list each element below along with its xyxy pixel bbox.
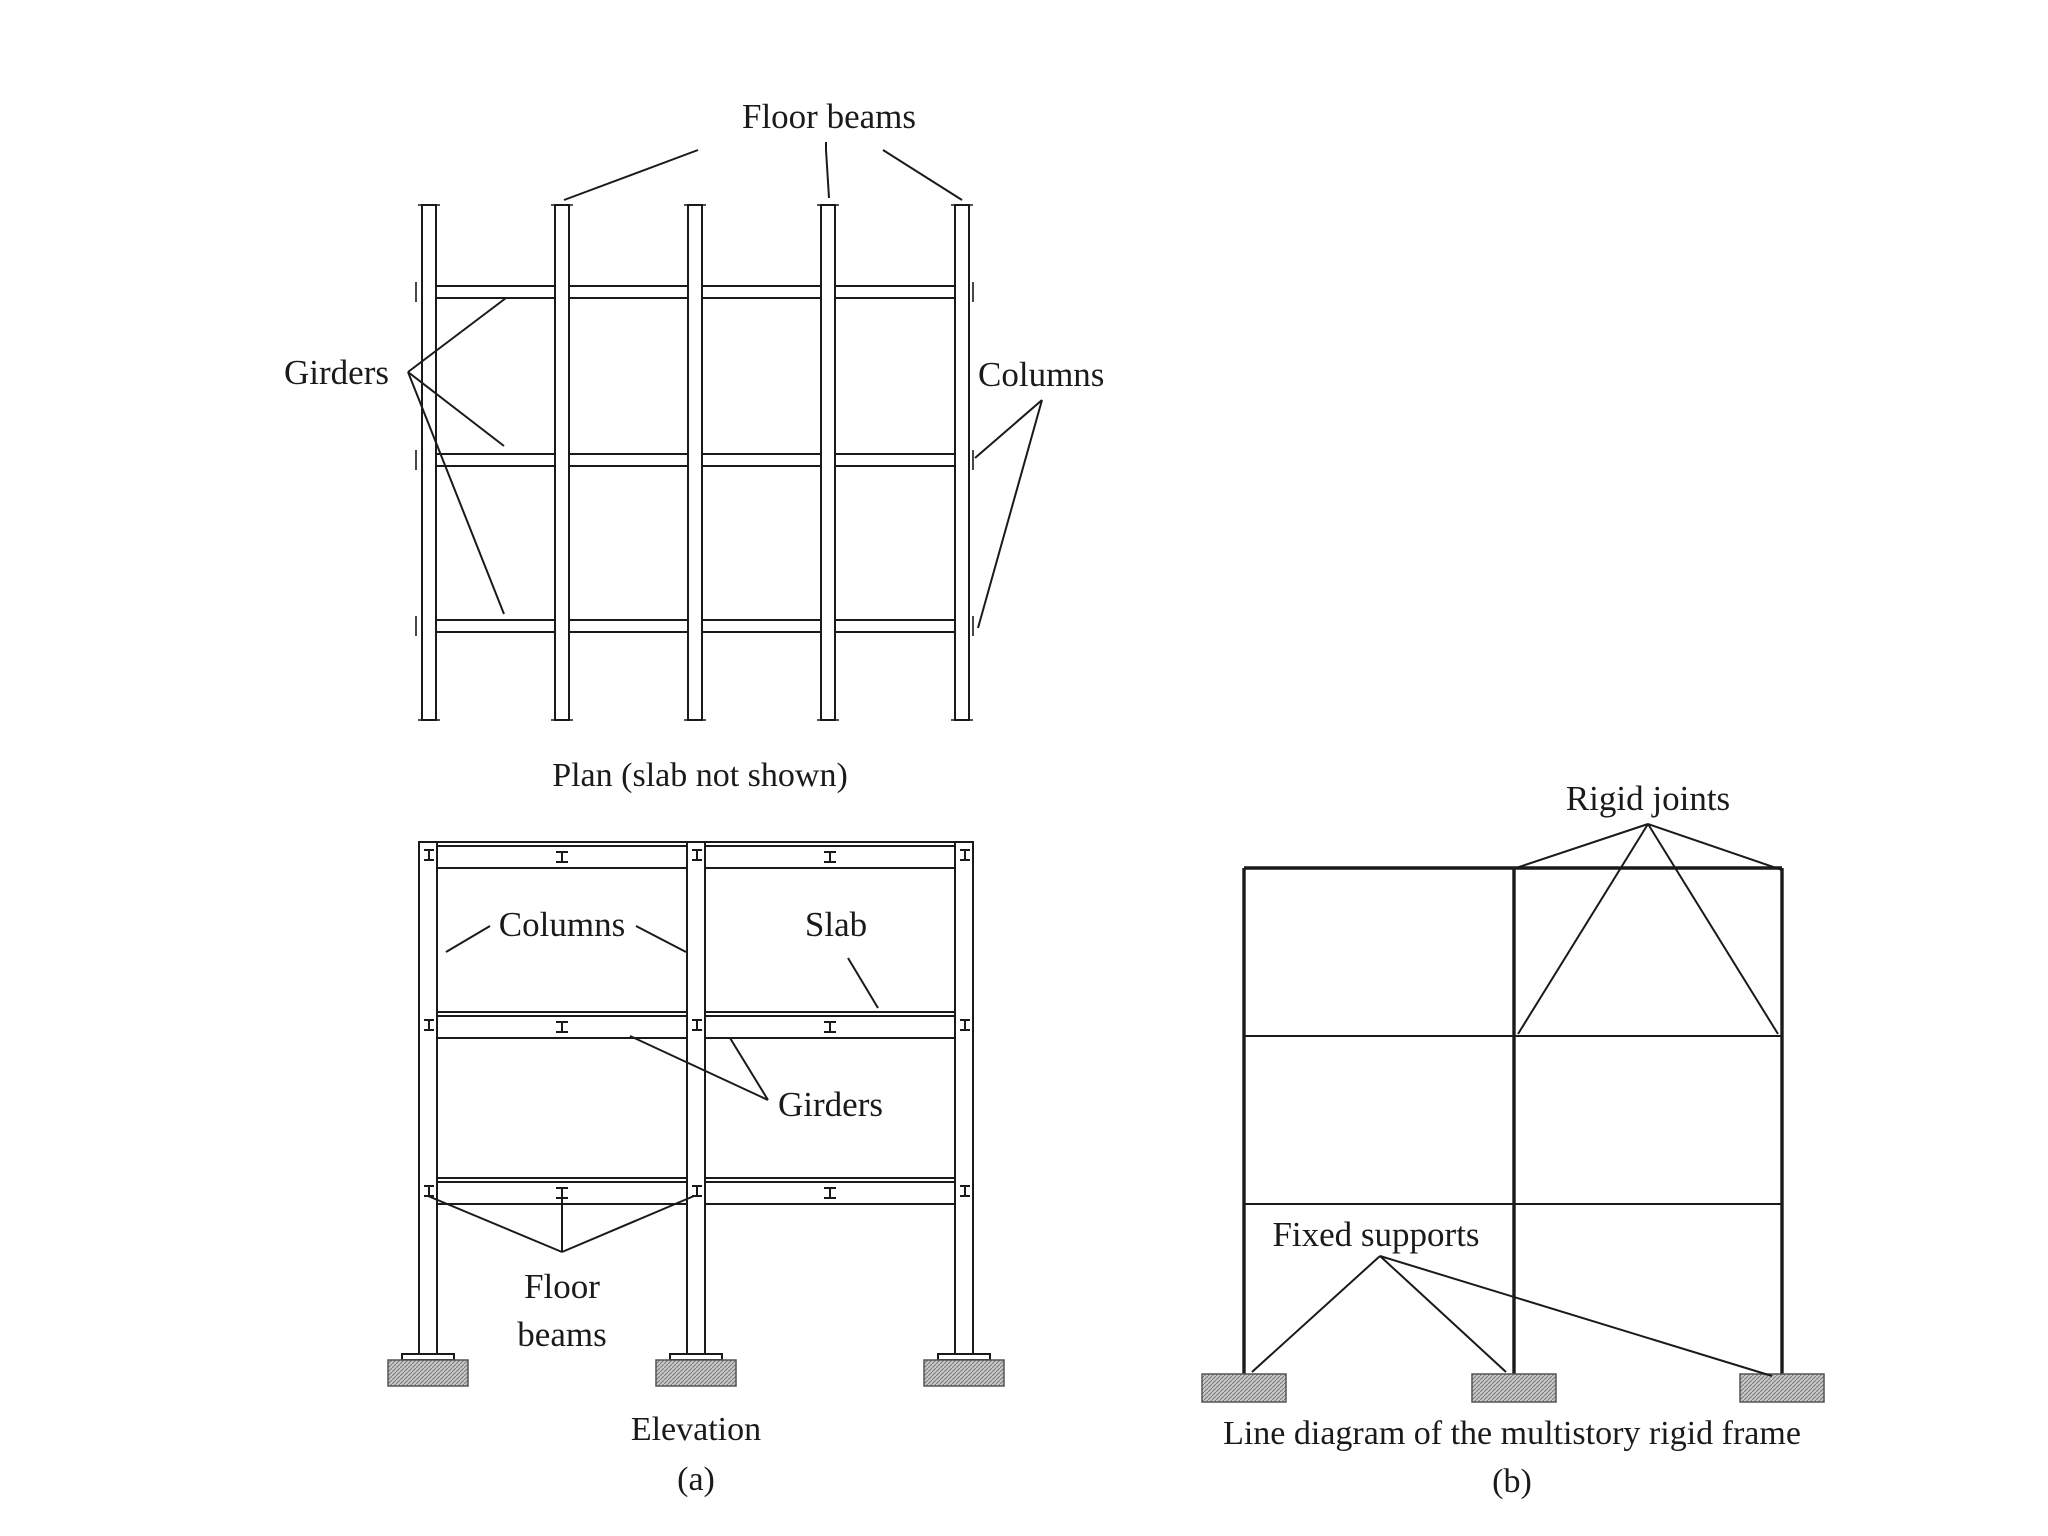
elevation-slab-label: Slab [805, 905, 867, 944]
elevation-view: Columns Slab Girders Floor beams Elevati… [387, 841, 1005, 1498]
part-a-caption: (a) [677, 1461, 715, 1498]
plan-columns-label: Columns [978, 355, 1104, 394]
plan-member-ends [415, 204, 974, 721]
line-diagram-supports [1201, 1373, 1825, 1403]
rigid-joints-label: Rigid joints [1566, 779, 1730, 818]
line-diagram-frame [1242, 866, 1784, 1374]
plan-view: Floor beams Girders Columns Plan (slab n… [284, 97, 1104, 794]
plan-leaders [407, 142, 1043, 629]
elevation-footings [387, 1359, 1005, 1387]
plan-floor-beams-label: Floor beams [742, 97, 916, 136]
part-b-caption: (b) [1492, 1463, 1532, 1500]
line-diagram-caption: Line diagram of the multistory rigid fra… [1223, 1415, 1801, 1452]
elevation-caption: Elevation [631, 1411, 761, 1448]
line-diagram: Rigid joints Fixed supports Line diagram… [1201, 779, 1825, 1500]
plan-girders-label: Girders [284, 353, 389, 392]
elevation-columns-label: Columns [499, 905, 625, 944]
elevation-columns [418, 841, 974, 1357]
elevation-girders-label: Girders [778, 1085, 883, 1124]
fixed-supports-label: Fixed supports [1272, 1215, 1479, 1254]
line-diagram-leaders [1251, 823, 1783, 1377]
elevation-beams-label: beams [517, 1315, 606, 1354]
plan-floor-beams [554, 204, 836, 721]
elevation-leaders [427, 925, 879, 1253]
elevation-base-plates [401, 1353, 991, 1361]
elevation-floor-label: Floor [524, 1267, 600, 1306]
plan-caption: Plan (slab not shown) [552, 757, 848, 794]
